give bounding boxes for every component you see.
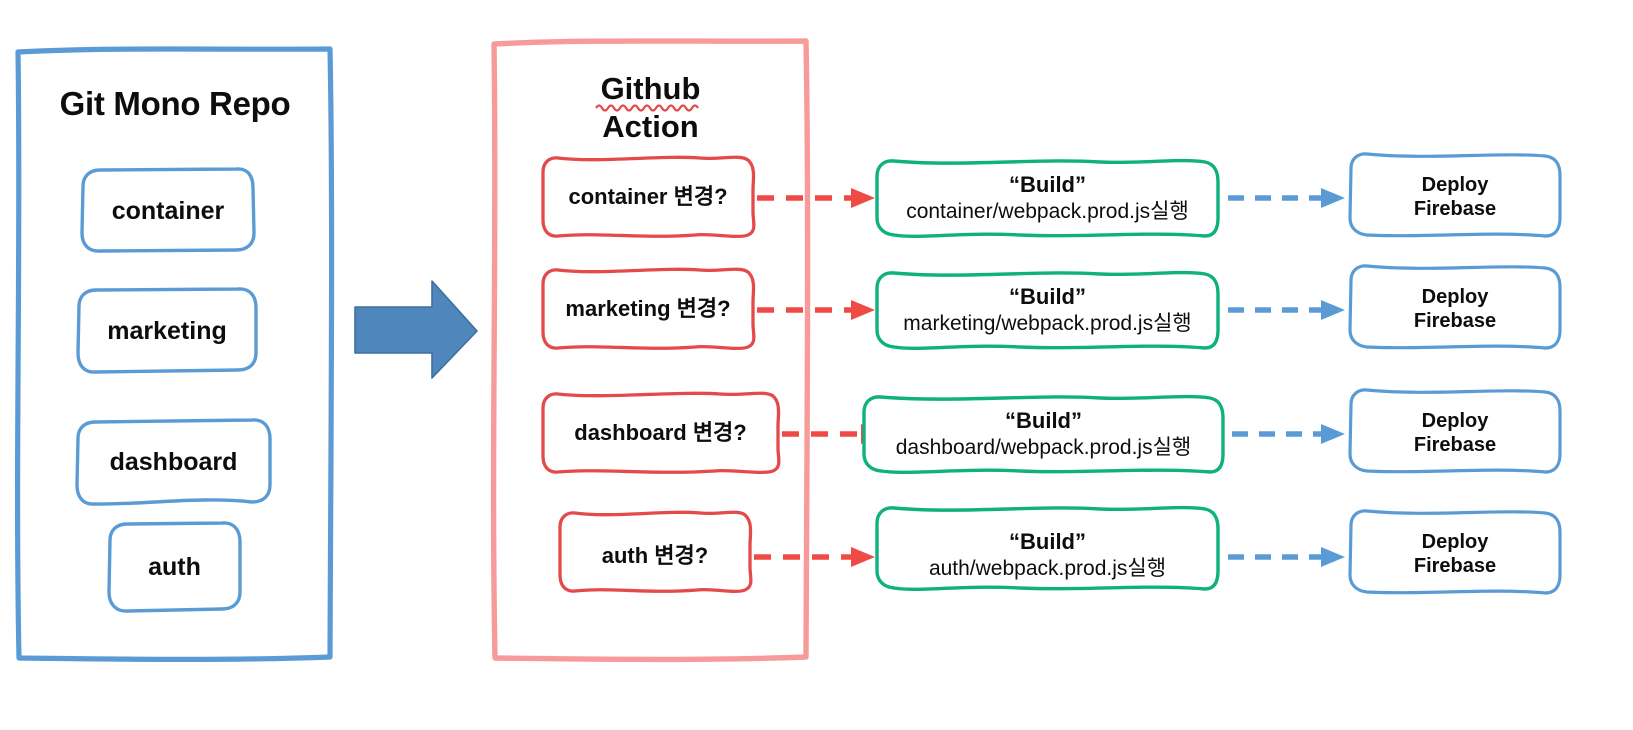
deploy-line2-1: Firebase	[1413, 198, 1497, 220]
red-dashed-arrow-4	[754, 547, 875, 567]
red-dashed-arrow-1	[757, 188, 875, 208]
condition-label-3: dashboard 변경?	[574, 419, 747, 445]
build-title-1: “Build”	[1009, 172, 1086, 198]
big-right-arrow-icon	[354, 280, 478, 379]
repo-item-label-auth: auth	[148, 553, 201, 581]
condition-label-2: marketing 변경?	[565, 295, 731, 321]
deploy-label-3: Deploy Firebase	[1350, 404, 1560, 462]
blue-dashed-arrow-3	[1232, 424, 1345, 444]
build-title-2: “Build”	[1009, 284, 1086, 310]
repo-item-label-container: container	[111, 197, 225, 225]
deploy-line2-2: Firebase	[1413, 310, 1497, 332]
build-title-4: “Build”	[1009, 529, 1086, 555]
build-command-4: auth/webpack.prod.js실행	[928, 556, 1167, 580]
build-title-3: “Build”	[1005, 408, 1082, 434]
action-panel-title: Github Action	[495, 66, 806, 150]
build-label-1: “Build” container/webpack.prod.js실행	[877, 168, 1218, 228]
deploy-line2-4: Firebase	[1413, 555, 1497, 577]
repo-item-label-dashboard: dashboard	[109, 448, 238, 476]
build-label-2: “Build” marketing/webpack.prod.js실행	[877, 280, 1218, 340]
deploy-label-2: Deploy Firebase	[1350, 280, 1560, 338]
build-command-2: marketing/webpack.prod.js실행	[903, 311, 1192, 335]
red-dashed-arrow-2	[757, 300, 875, 320]
action-panel-title-line2: Action	[602, 109, 699, 144]
build-command-1: container/webpack.prod.js실행	[906, 199, 1189, 223]
deploy-line1-2: Deploy	[1421, 285, 1489, 308]
build-command-3: dashboard/webpack.prod.js실행	[895, 435, 1192, 459]
deploy-line1-1: Deploy	[1421, 173, 1489, 196]
repo-panel-title: Git Mono Repo	[59, 84, 291, 122]
deploy-label-1: Deploy Firebase	[1350, 168, 1560, 226]
condition-label-4: auth 변경?	[601, 542, 709, 568]
build-label-4: “Build” auth/webpack.prod.js실행	[877, 525, 1218, 585]
condition-label-1: container 변경?	[568, 183, 728, 209]
action-panel-title-line1: Github	[600, 71, 701, 107]
blue-dashed-arrow-4	[1228, 547, 1345, 567]
deploy-line2-3: Firebase	[1413, 434, 1497, 456]
blue-dashed-arrow-2	[1228, 300, 1345, 320]
blue-dashed-arrow-1	[1228, 188, 1345, 208]
build-label-3: “Build” dashboard/webpack.prod.js실행	[864, 404, 1223, 464]
repo-item-label-marketing: marketing	[107, 317, 227, 345]
deploy-line1-4: Deploy	[1421, 530, 1489, 553]
deploy-label-4: Deploy Firebase	[1350, 525, 1560, 583]
deploy-line1-3: Deploy	[1421, 409, 1489, 432]
